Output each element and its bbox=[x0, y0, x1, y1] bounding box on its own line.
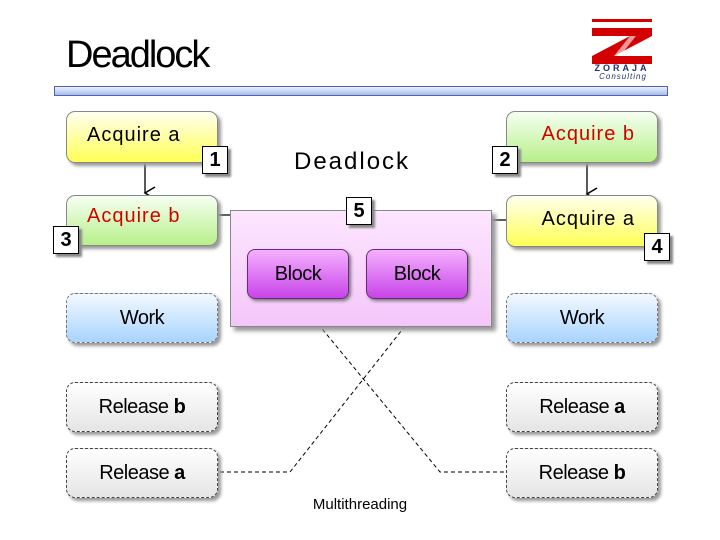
step-2-badge: 2 bbox=[492, 146, 518, 174]
right-release-a-label: Release a bbox=[539, 395, 625, 418]
right-acquire-b-label: Acquire b bbox=[541, 122, 635, 145]
right-work-label: Work bbox=[559, 306, 605, 329]
footer-caption: Multithreading bbox=[312, 496, 408, 513]
step-4-badge: 4 bbox=[644, 233, 670, 261]
right-acquire-b-box: Acquire b bbox=[506, 111, 658, 163]
left-release-b-box: Release b bbox=[66, 382, 218, 432]
step-1-badge: 1 bbox=[202, 146, 228, 174]
right-block-label: Block bbox=[393, 262, 441, 285]
title-divider bbox=[54, 86, 668, 96]
logo-subtitle: Consulting bbox=[599, 72, 647, 81]
left-release-a-box: Release a bbox=[66, 448, 218, 498]
right-work-box: Work bbox=[506, 293, 658, 343]
step-5-badge: 5 bbox=[346, 197, 372, 225]
left-release-a-label: Release a bbox=[99, 461, 185, 484]
logo-name: ZORAJA bbox=[594, 63, 650, 73]
left-block-label: Block bbox=[274, 262, 322, 285]
left-acquire-a-label: Acquire a bbox=[87, 123, 181, 146]
dashed-left-release-to-right-block bbox=[220, 302, 424, 473]
right-release-b-label: Release b bbox=[538, 461, 626, 484]
right-acquire-a-box: Acquire a bbox=[506, 195, 658, 247]
zoraja-logo-icon bbox=[592, 19, 652, 64]
right-acquire-a-label: Acquire a bbox=[541, 207, 635, 230]
page-title: Deadlock bbox=[66, 34, 210, 76]
right-release-b-box: Release b bbox=[506, 448, 658, 498]
left-acquire-b-label: Acquire b bbox=[87, 205, 181, 227]
left-acquire-b-box: Acquire b bbox=[66, 195, 218, 246]
step-3-badge: 3 bbox=[53, 226, 79, 254]
left-work-label: Work bbox=[119, 306, 165, 329]
deadlock-center-label: Deadlock bbox=[294, 148, 411, 175]
left-work-box: Work bbox=[66, 293, 218, 343]
left-acquire-a-box: Acquire a bbox=[66, 111, 218, 163]
dashed-right-release-to-left-block bbox=[300, 302, 504, 473]
right-release-a-box: Release a bbox=[506, 382, 658, 432]
left-block: Block bbox=[247, 249, 349, 299]
left-release-b-label: Release b bbox=[98, 395, 186, 418]
right-block: Block bbox=[366, 249, 468, 299]
